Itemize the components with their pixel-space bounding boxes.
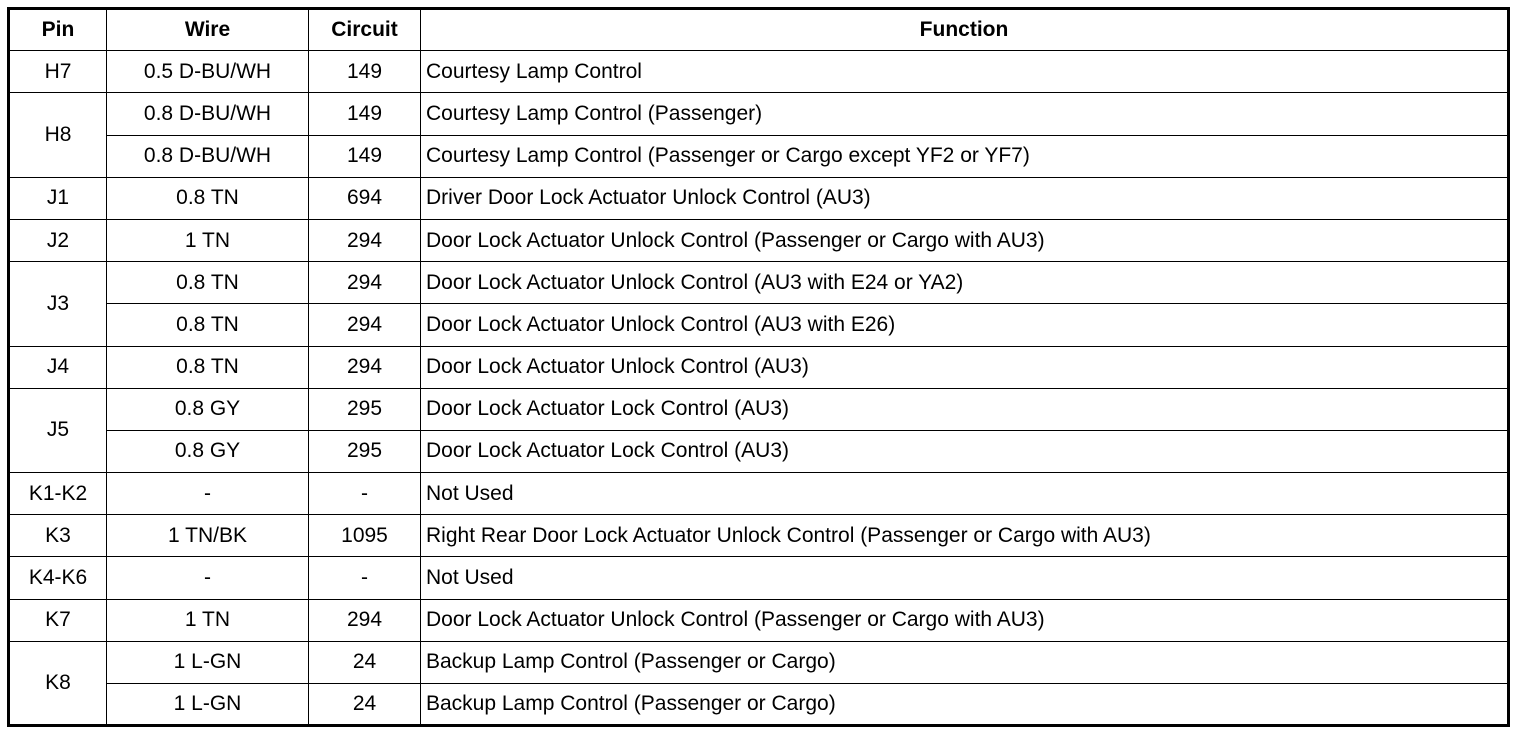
function-cell: Door Lock Actuator Unlock Control (Passe… [420,218,1509,263]
wire-cell: 0.8 TN [106,303,309,347]
circuit-cell: 294 [308,598,421,642]
wire-cell: 0.5 D-BU/WH [106,50,309,94]
wire-cell: 0.8 TN [106,345,309,389]
wire-cell: 0.8 TN [106,261,309,305]
wire-cell: - [106,472,309,516]
circuit-cell: 24 [308,640,421,685]
pin-cell: K3 [8,514,107,558]
circuit-cell: 149 [308,134,421,178]
pin-cell: H8 [8,92,107,178]
function-cell: Courtesy Lamp Control (Passenger) [420,92,1509,136]
wire-cell: 1 L-GN [106,682,309,727]
function-cell: Right Rear Door Lock Actuator Unlock Con… [420,514,1509,558]
function-cell: Door Lock Actuator Unlock Control (AU3 w… [420,261,1509,305]
pin-cell: J4 [8,345,107,389]
pin-cell: J3 [8,261,107,347]
circuit-cell: 694 [308,176,421,220]
wire-cell: 1 TN/BK [106,514,309,558]
wire-cell: 1 TN [106,218,309,263]
circuit-cell: 294 [308,303,421,347]
function-cell: Door Lock Actuator Unlock Control (AU3) [420,345,1509,389]
pin-cell: J5 [8,387,107,474]
header-pin: Pin [8,7,107,52]
wire-cell: 0.8 D-BU/WH [106,92,309,136]
circuit-cell: 24 [308,682,421,727]
circuit-cell: 149 [308,92,421,136]
pin-cell: K8 [8,640,107,727]
function-cell: Backup Lamp Control (Passenger or Cargo) [420,682,1509,727]
function-cell: Not Used [420,556,1509,600]
function-cell: Courtesy Lamp Control (Passenger or Carg… [420,134,1509,178]
circuit-cell: 294 [308,345,421,389]
wire-cell: 0.8 TN [106,176,309,220]
header-wire: Wire [106,7,309,52]
wire-cell: 0.8 GY [106,429,309,474]
pin-cell: K1-K2 [8,472,107,516]
wire-cell: 1 TN [106,598,309,642]
function-cell: Not Used [420,472,1509,516]
circuit-cell: 294 [308,218,421,263]
pin-cell: J2 [8,218,107,263]
function-cell: Backup Lamp Control (Passenger or Cargo) [420,640,1509,685]
pin-cell: K4-K6 [8,556,107,600]
header-row: Pin Wire Circuit Function [8,7,1509,52]
circuit-cell: 149 [308,50,421,94]
header-circuit: Circuit [308,7,421,52]
function-cell: Door Lock Actuator Unlock Control (Passe… [420,598,1509,642]
header-function: Function [420,7,1509,52]
circuit-cell: 295 [308,429,421,474]
wire-cell: 1 L-GN [106,640,309,685]
wire-cell: - [106,556,309,600]
circuit-cell: 295 [308,387,421,431]
wire-cell: 0.8 GY [106,387,309,431]
pin-cell: J1 [8,176,107,220]
table-row: K4-K6--Not Used [8,556,1509,600]
wire-cell: 0.8 D-BU/WH [106,134,309,178]
pin-cell: H7 [8,50,107,94]
function-cell: Door Lock Actuator Lock Control (AU3) [420,429,1509,474]
circuit-cell: 1095 [308,514,421,558]
table-row: K1-K2--Not Used [8,472,1509,516]
circuit-cell: 294 [308,261,421,305]
circuit-cell: - [308,556,421,600]
circuit-cell: - [308,472,421,516]
pin-cell: K7 [8,598,107,642]
function-cell: Door Lock Actuator Unlock Control (AU3 w… [420,303,1509,347]
function-cell: Courtesy Lamp Control [420,50,1509,94]
function-cell: Driver Door Lock Actuator Unlock Control… [420,176,1509,220]
table-header: Pin Wire Circuit Function [8,7,1509,52]
function-cell: Door Lock Actuator Lock Control (AU3) [420,387,1509,431]
